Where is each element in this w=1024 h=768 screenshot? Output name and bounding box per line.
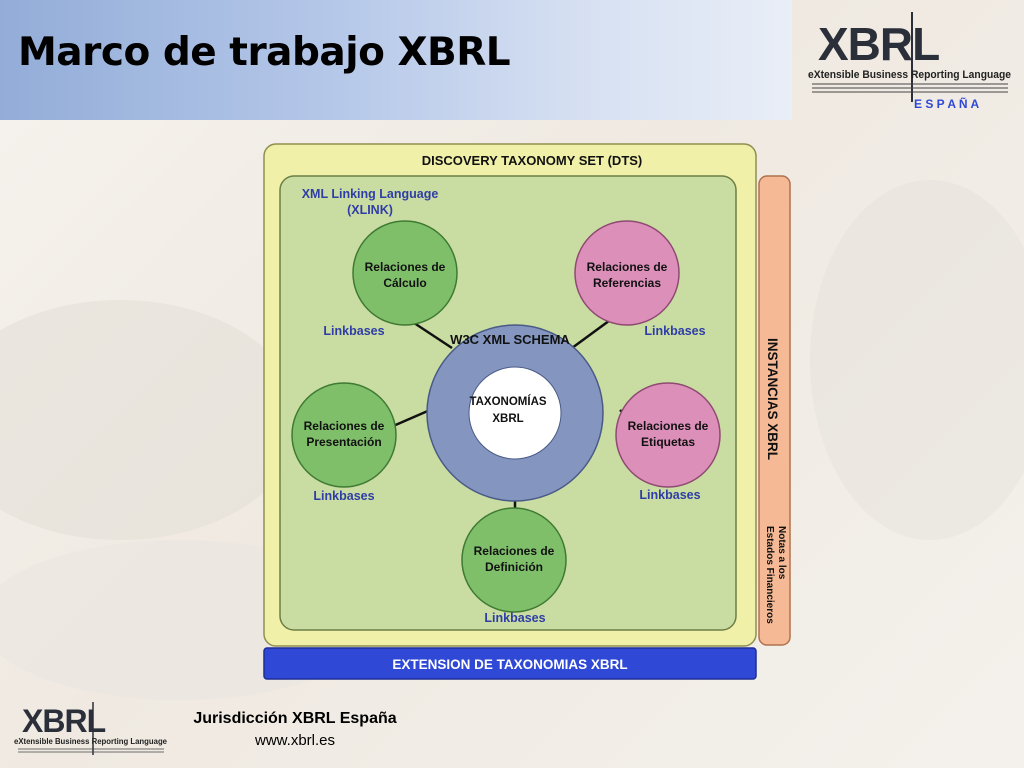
- notas-line1: Notas a los: [776, 526, 787, 580]
- xbrl-footer-logo: XBRL eXtensible Business Reporting Langu…: [14, 702, 167, 755]
- instancias-bar: [758, 175, 791, 646]
- schema-label: W3C XML SCHEMA: [450, 332, 570, 347]
- linkbases-etiquetas: Linkbases: [639, 488, 700, 502]
- footer: Jurisdicción XBRL España www.xbrl.es: [170, 710, 420, 749]
- xlink-title-line1: XML Linking Language: [302, 187, 439, 201]
- footer-jurisdiction: Jurisdicción XBRL España: [193, 710, 397, 727]
- logo-wordmark: XBRL: [818, 18, 939, 70]
- node-calculo: [352, 220, 458, 326]
- node-referencias-line2: Referencias: [593, 276, 661, 290]
- logo-country: E S P A Ñ A: [914, 96, 979, 111]
- core-label-line1: TAXONOMÍAS: [469, 395, 546, 408]
- node-referencias-line1: Relaciones de: [587, 260, 668, 274]
- node-calculo-line1: Relaciones de: [365, 260, 446, 274]
- node-definicion: [461, 507, 567, 613]
- node-etiquetas: [615, 382, 721, 488]
- linkbases-presentacion: Linkbases: [313, 489, 374, 503]
- core-label-line2: XBRL: [492, 413, 523, 425]
- linkbases-referencias: Linkbases: [644, 324, 705, 338]
- node-presentacion: [291, 382, 397, 488]
- extension-label: EXTENSION DE TAXONOMIAS XBRL: [392, 657, 627, 672]
- dts-title: DISCOVERY TAXONOMY SET (DTS): [422, 153, 643, 168]
- taxonomias-core: [468, 366, 562, 460]
- extension-bar: [263, 647, 757, 680]
- footer-url[interactable]: www.xbrl.es: [254, 732, 336, 749]
- page-title: Marco de trabajo XBRL: [18, 30, 511, 75]
- node-etiquetas-line1: Relaciones de: [628, 419, 709, 433]
- xbrl-espana-logo: XBRL eXtensible Business Reporting Langu…: [808, 12, 1011, 111]
- xlink-title-line2: (XLINK): [347, 203, 393, 217]
- node-referencias: [574, 220, 680, 326]
- linkbases-calculo: Linkbases: [323, 324, 384, 338]
- header-band: [0, 0, 792, 120]
- node-presentacion-line2: Presentación: [306, 435, 381, 449]
- notas-line2: Estados Financieros: [764, 526, 775, 624]
- node-presentacion-line1: Relaciones de: [304, 419, 385, 433]
- node-definicion-line2: Definición: [485, 560, 543, 574]
- node-etiquetas-line2: Etiquetas: [641, 435, 695, 449]
- logo-tagline: eXtensible Business Reporting Language: [808, 69, 1011, 81]
- linkbases-definicion: Linkbases: [484, 611, 545, 625]
- node-calculo-line2: Cálculo: [383, 276, 426, 290]
- node-definicion-line1: Relaciones de: [474, 544, 555, 558]
- xbrl-framework-diagram: DISCOVERY TAXONOMY SET (DTS) XML Linking…: [263, 143, 791, 680]
- instancias-label: INSTANCIAS XBRL: [765, 338, 780, 460]
- footer-logo-tagline: eXtensible Business Reporting Language: [14, 736, 167, 746]
